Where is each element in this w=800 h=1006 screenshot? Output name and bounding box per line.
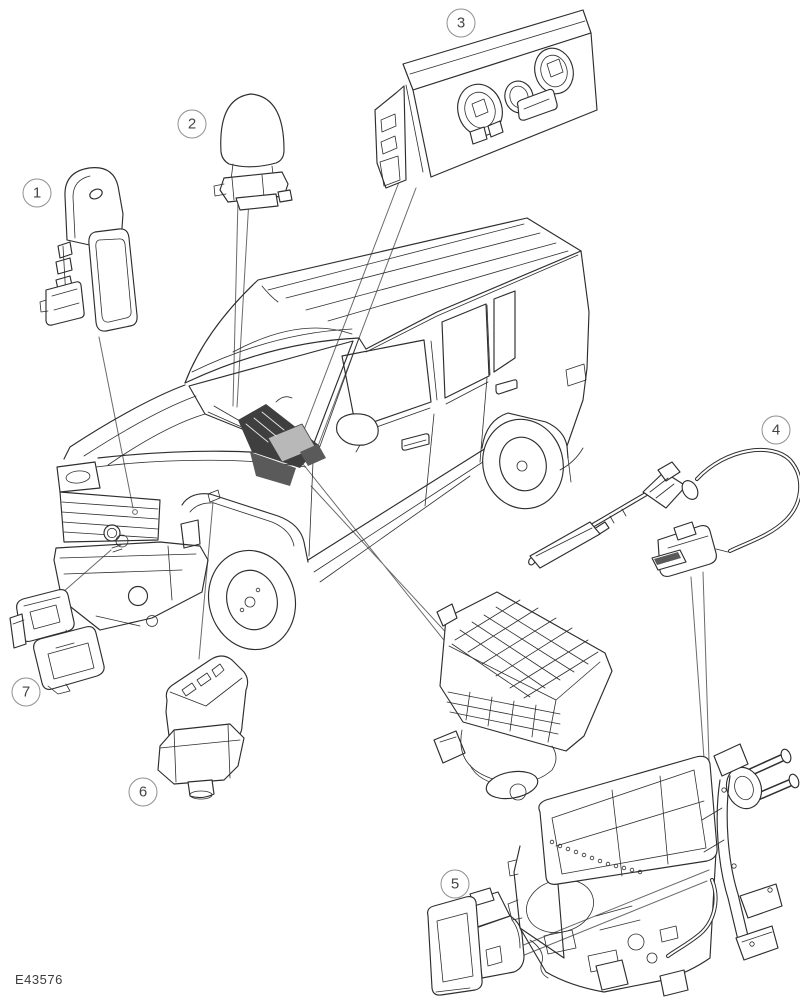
part-1-illustration — [39, 167, 138, 332]
callout-2: 2 — [177, 109, 207, 139]
vehicle-roof — [184, 217, 582, 384]
callout-1: 1 — [22, 178, 52, 208]
part-5-illustration — [427, 887, 525, 996]
dash-heater-module — [238, 396, 326, 486]
figure-code-label: E43576 — [15, 972, 63, 987]
front-wheel — [181, 493, 309, 651]
rear-quarter — [481, 250, 590, 510]
callout-3: 3 — [446, 8, 476, 38]
part-7-illustration — [9, 588, 105, 695]
callout-5: 5 — [440, 869, 470, 899]
part-2-illustration — [213, 93, 293, 211]
vehicle-illustration — [53, 217, 590, 651]
serrated-edge — [549, 839, 643, 875]
heater-box — [507, 755, 718, 997]
part-6-illustration — [157, 655, 249, 800]
evaporator-housing — [433, 591, 613, 801]
front-grille-bumper — [53, 461, 209, 631]
part-3-illustration — [374, 9, 598, 189]
callout-7: 7 — [11, 677, 41, 707]
callout-4: 4 — [761, 415, 791, 445]
callout-6: 6 — [128, 777, 158, 807]
hvac-assembly-illustration — [433, 521, 800, 997]
heater-pipes-frame — [666, 743, 800, 961]
body-side — [307, 290, 518, 583]
